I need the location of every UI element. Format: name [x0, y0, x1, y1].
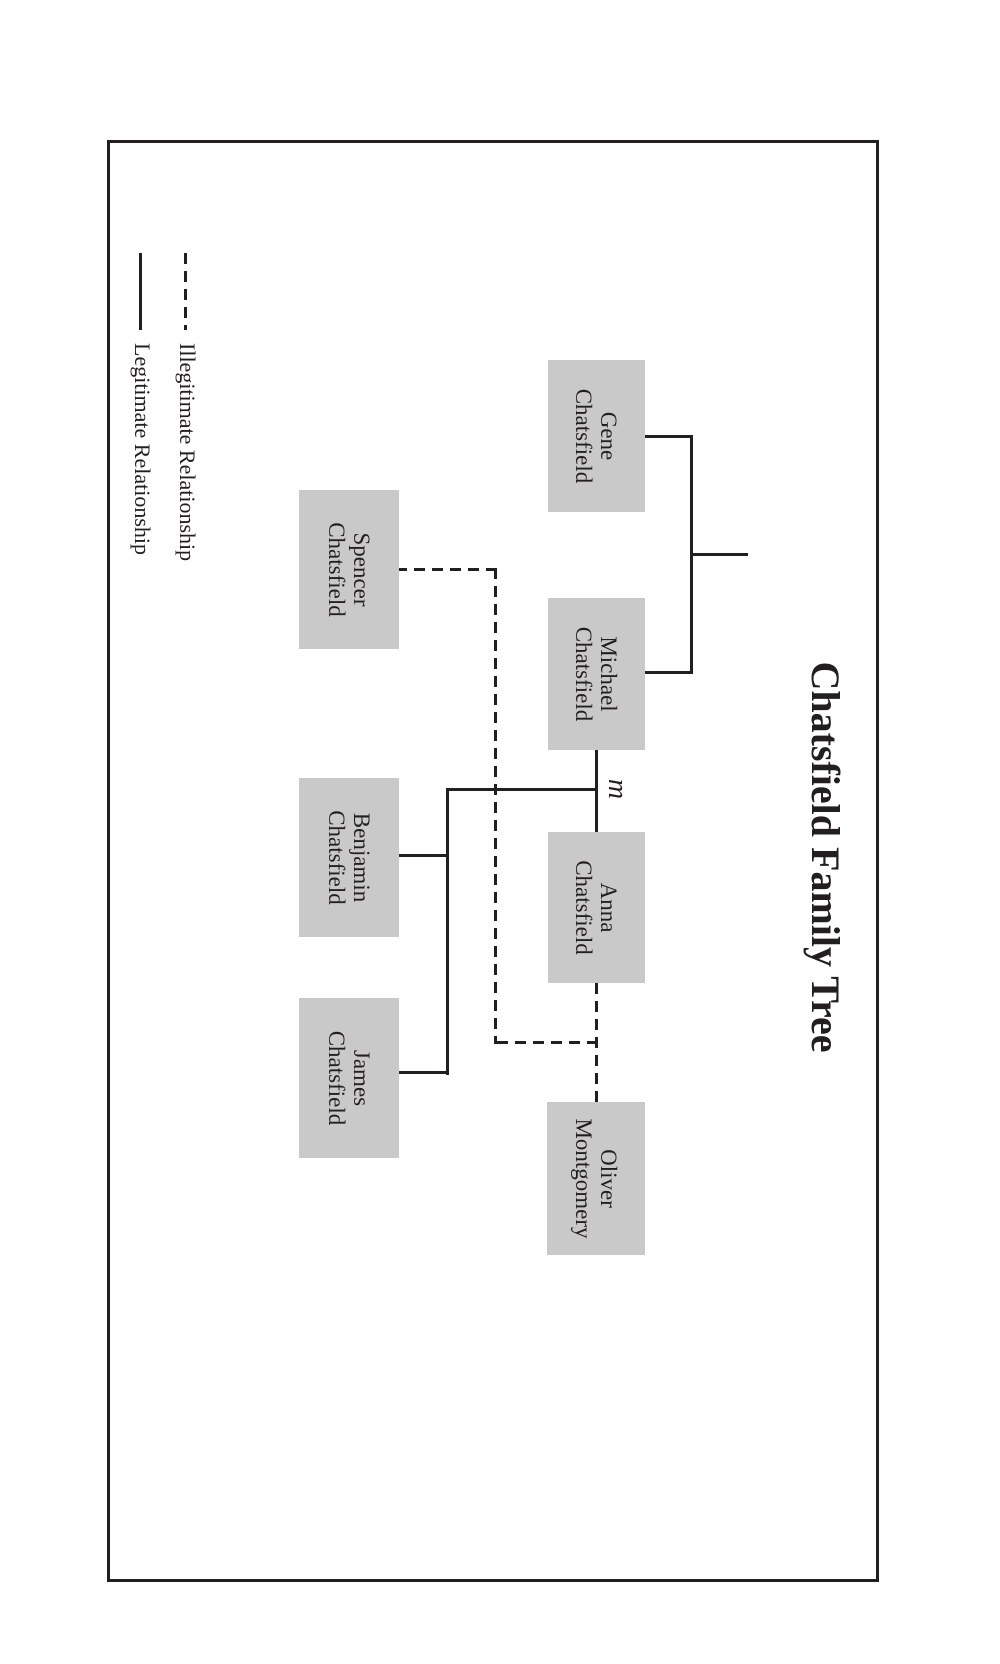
person-first-name: Benjamin [349, 812, 374, 903]
children-bracket-line [446, 788, 449, 1075]
person-box-james-chatsfield: James Chatsfield [299, 998, 399, 1158]
connector-benjamin-drop [398, 854, 449, 857]
dashed-spencer-drop-line [399, 568, 497, 571]
person-last-name: Chatsfield [571, 626, 597, 722]
person-box-anna-chatsfield: Anna Chatsfield [548, 832, 645, 983]
person-first-name: Spencer [349, 532, 374, 607]
person-last-name: Chatsfield [324, 522, 349, 617]
person-last-name: Chatsfield [324, 810, 349, 905]
diagram-title: Chatsfield Family Tree [803, 661, 848, 1053]
sibling-bracket-line [690, 435, 693, 674]
legend-legitimate-label: Legitimate Relationship [130, 343, 155, 556]
person-last-name: Montgomery [571, 1118, 596, 1239]
person-first-name: Anna [596, 882, 622, 933]
person-last-name: Chatsfield [571, 860, 597, 955]
person-last-name: Chatsfield [571, 388, 597, 484]
person-first-name: Oliver [596, 1149, 621, 1208]
parents-stub-line [690, 553, 748, 556]
person-first-name: James [349, 1049, 374, 1107]
person-last-name: Chatsfield [324, 1030, 349, 1126]
legend-dashed-line-sample [184, 253, 187, 330]
dashed-affair-descent-line [494, 1041, 598, 1044]
diagram-border [107, 140, 879, 1582]
person-first-name: Gene [596, 411, 622, 461]
connector-michael-drop [643, 671, 693, 674]
connector-james-drop [398, 1071, 449, 1074]
person-box-gene-chatsfield: Gene Chatsfield [548, 360, 645, 512]
legend-illegitimate-label: Illegitimate Relationship [175, 343, 200, 562]
person-box-oliver-montgomery: Oliver Montgomery [547, 1102, 645, 1255]
connector-gene-drop [643, 435, 693, 438]
person-box-michael-chatsfield: Michael Chatsfield [548, 598, 645, 750]
person-box-benjamin-chatsfield: Benjamin Chatsfield [299, 778, 399, 937]
legend-solid-line-sample [139, 253, 142, 330]
person-first-name: Michael [596, 636, 622, 712]
marriage-descent-line [446, 788, 598, 791]
dashed-affair-horizontal-line [494, 568, 497, 1044]
person-box-spencer-chatsfield: Spencer Chatsfield [299, 490, 399, 649]
marriage-label: m [602, 778, 633, 800]
